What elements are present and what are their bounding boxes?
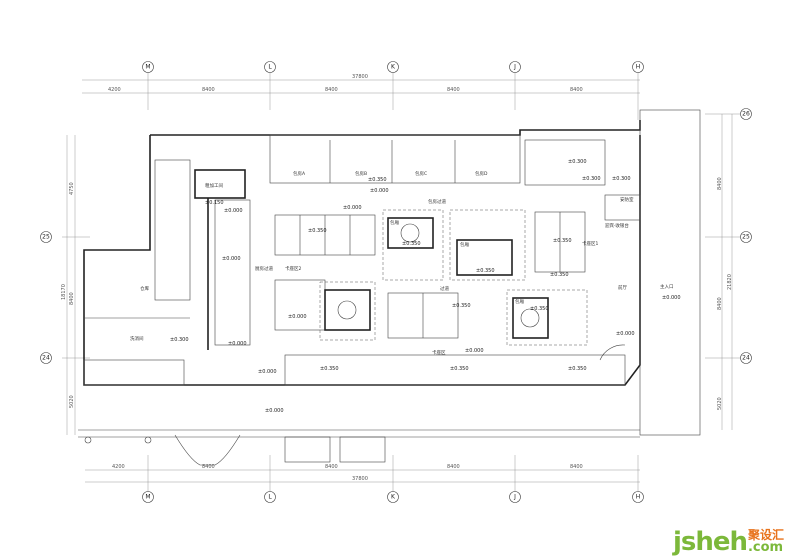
level-marker: ±0.300 — [170, 337, 189, 343]
room-label: 包房B — [355, 170, 367, 177]
room-label: 仓库 — [140, 285, 149, 292]
level-marker: ±0.350 — [402, 241, 421, 247]
level-marker: ±0.000 — [370, 188, 389, 194]
building-walls — [83, 109, 701, 436]
dim-top-total: 37800 — [352, 74, 368, 80]
dim-top-seg: 8400 — [325, 87, 338, 93]
level-marker: ±0.000 — [465, 348, 484, 354]
grid-bubble: L — [268, 64, 272, 71]
level-marker: ±0.150 — [205, 200, 224, 206]
right-dimensions: 8400 8400 5020 21820 26 25 24 25 24 — [40, 108, 752, 430]
level-marker: ±0.350 — [452, 303, 471, 309]
level-marker: ±0.000 — [222, 256, 241, 262]
room-label: 包房C — [415, 170, 427, 177]
level-marker: ±0.350 — [568, 366, 587, 372]
room-label: 主入口 — [660, 283, 674, 290]
logo-side: 聚设汇 .com — [748, 529, 784, 554]
room-label: 包厢 — [515, 298, 524, 305]
room-label: 卡座区 — [432, 349, 446, 356]
level-marker: ±0.300 — [612, 176, 631, 182]
front-facade — [78, 429, 640, 466]
grid-bubble: 24 — [42, 355, 50, 362]
level-marker: ±0.000 — [662, 295, 681, 301]
grid-bubble: H — [636, 64, 641, 71]
level-marker: ±0.350 — [450, 366, 469, 372]
level-marker: ±0.000 — [343, 205, 362, 211]
room-label: 厨房过道 — [255, 265, 273, 272]
room-label: 包房过道 — [428, 198, 446, 205]
room-label: 包房A — [293, 170, 306, 177]
dim-top-seg: 8400 — [570, 87, 583, 93]
room-label: 前厅 — [618, 284, 627, 291]
logo-text: jsheh — [672, 527, 748, 557]
grid-bubble: J — [513, 64, 516, 71]
bottom-dimensions: 4200 8400 8400 8400 8400 37800 M L K J H — [85, 455, 644, 503]
room-label: 卡座区2 — [285, 265, 301, 272]
grid-bubble: K — [391, 494, 396, 501]
room-label: 迎宾·收银台 — [605, 222, 629, 229]
dim-top-seg: 8400 — [447, 87, 460, 93]
level-marker: ±0.350 — [320, 366, 339, 372]
grid-bubble: M — [145, 494, 150, 501]
grid-bubble: 25 — [742, 234, 750, 241]
level-marker: ±0.300 — [568, 159, 587, 165]
dim-bottom-seg: 4200 — [112, 464, 125, 470]
room-label: 洗消间 — [130, 335, 144, 342]
dim-top-seg: 4200 — [108, 87, 121, 93]
room-labels: 包房A 包房B 包房C 包房D 包房过道 厨房过道 仓库 洗消间 粗加工间 安防… — [130, 170, 674, 356]
room-label: 包厢 — [460, 241, 469, 248]
dim-top-seg: 8400 — [202, 87, 215, 93]
level-marker: ±0.000 — [258, 369, 277, 375]
dim-right-seg: 8400 — [717, 297, 723, 310]
grid-bubbles-top: M L K J H — [142, 61, 644, 73]
level-marker: ±0.000 — [265, 408, 284, 414]
level-marker: ±0.350 — [553, 238, 572, 244]
logo-cn: 聚设汇 — [747, 528, 784, 542]
dim-right-total: 21820 — [727, 274, 733, 290]
room-label: 安防室 — [620, 196, 634, 203]
left-dimensions: 4750 8400 5020 18170 — [61, 135, 90, 435]
grid-bubble: L — [268, 494, 272, 501]
level-marker: ±0.000 — [228, 341, 247, 347]
dim-left-seg: 5020 — [69, 395, 75, 408]
level-marker: ±0.350 — [476, 268, 495, 274]
dim-right-seg: 5020 — [717, 397, 723, 410]
grid-bubble: M — [145, 64, 150, 71]
level-marker: ±0.350 — [368, 177, 387, 183]
room-label: 过道 — [440, 285, 449, 292]
room-label: 粗加工间 — [205, 182, 223, 189]
level-marker: ±0.000 — [224, 208, 243, 214]
level-markers: ±0.350 ±0.000 ±0.000 ±0.300 ±0.300 ±0.30… — [170, 159, 681, 414]
dim-bottom-seg: 8400 — [325, 464, 338, 470]
room-label: 卡座区1 — [582, 240, 598, 247]
dim-bottom-seg: 8400 — [202, 464, 215, 470]
watermark-logo: jsheh 聚设汇 .com — [673, 529, 784, 555]
dim-left-seg: 8400 — [69, 292, 75, 305]
level-marker: ±0.350 — [308, 228, 327, 234]
level-marker: ±0.000 — [288, 314, 307, 320]
dim-bottom-seg: 8400 — [570, 464, 583, 470]
grid-bubble: K — [391, 64, 396, 71]
grid-bubble: 26 — [742, 111, 750, 118]
grid-bubble: 24 — [742, 355, 750, 362]
logo-com: .com — [747, 540, 784, 555]
dim-left-seg: 4750 — [69, 182, 75, 195]
dim-right-seg: 8400 — [717, 177, 723, 190]
grid-bubble: H — [636, 494, 641, 501]
room-label: 包厢 — [390, 219, 399, 226]
dining-areas — [274, 209, 626, 361]
grid-bubble: J — [513, 494, 516, 501]
dim-left-total: 18170 — [61, 284, 67, 300]
dim-bottom-total: 37800 — [352, 476, 368, 482]
dim-bottom-seg: 8400 — [447, 464, 460, 470]
grid-bubble: 25 — [42, 234, 50, 241]
room-label: 包房D — [475, 170, 488, 177]
level-marker: ±0.000 — [616, 331, 635, 337]
level-marker: ±0.350 — [550, 272, 569, 278]
level-marker: ±0.300 — [582, 176, 601, 182]
level-marker: ±0.350 — [530, 306, 549, 312]
top-dimensions: 37800 4200 8400 8400 8400 8400 — [82, 72, 640, 120]
